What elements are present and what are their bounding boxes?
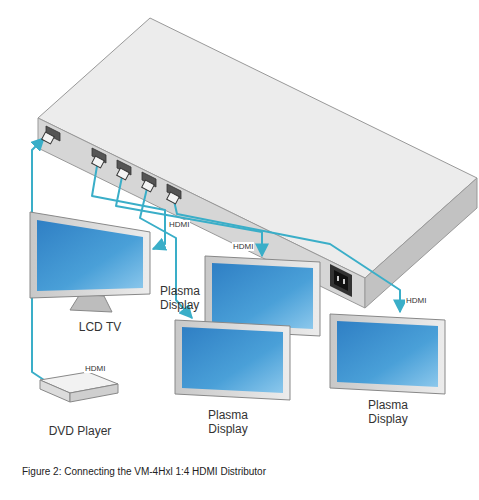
node-text: DVD Player: [40, 424, 120, 438]
cable-label: HDMI: [232, 242, 254, 251]
node-text: Plasma Display: [196, 408, 260, 436]
display-label: Plasma Display: [356, 398, 420, 426]
display-label: LCD TV: [60, 320, 140, 334]
dvd-player: [40, 372, 118, 402]
node-text: Plasma Display: [356, 398, 420, 426]
cable-label: HDMI: [84, 364, 106, 373]
figure-caption: Figure 2: Connecting the VM-4Hxl 1:4 HDM…: [22, 466, 266, 478]
display-label: Plasma Display: [196, 408, 260, 436]
lcd-tv: [30, 212, 150, 312]
node-text: Plasma Display: [160, 284, 204, 312]
plasma-display: [175, 320, 290, 400]
node-text: LCD TV: [60, 320, 140, 334]
display-label: DVD Player: [40, 424, 120, 438]
power-connector: [330, 264, 352, 297]
display-label: Plasma Display: [160, 284, 204, 312]
plasma-display: [330, 314, 445, 394]
cable-label: HDMI: [405, 296, 427, 305]
cable-label: HDMI: [168, 220, 190, 229]
